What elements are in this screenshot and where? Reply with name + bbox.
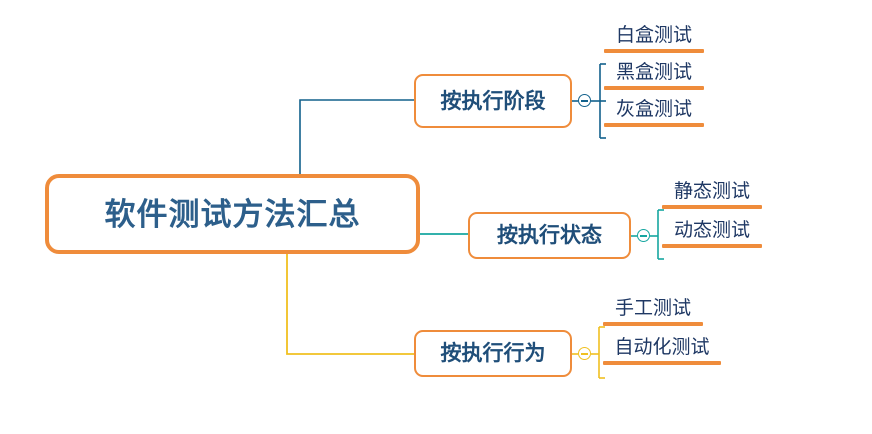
leaf-node-label: 黑盒测试 [615, 62, 692, 83]
leaf-node-static-test[interactable]: 静态测试 [662, 182, 762, 209]
leaf-node-dynamic-test[interactable]: 动态测试 [662, 221, 762, 248]
branch-node-execution-behavior[interactable]: 按执行行为 [414, 330, 572, 377]
leaf-underline [662, 243, 762, 248]
root-node[interactable]: 软件测试方法汇总 [45, 174, 420, 254]
leaf-node-label: 灰盒测试 [615, 99, 692, 120]
minus-icon [581, 100, 588, 102]
leaf-node-gray-box[interactable]: 灰盒测试 [604, 100, 704, 127]
collapse-toggle-branch-1[interactable] [637, 229, 650, 242]
leaf-underline [603, 360, 721, 365]
collapse-toggle-branch-2[interactable] [578, 347, 591, 360]
branch-node-label: 按执行阶段 [440, 89, 546, 113]
leaf-node-label: 静态测试 [673, 181, 750, 202]
minus-icon [581, 353, 588, 355]
leaf-underline [604, 122, 704, 127]
leaf-node-black-box[interactable]: 黑盒测试 [604, 63, 704, 90]
leaf-node-label: 自动化测试 [614, 337, 710, 358]
branch-node-execution-state[interactable]: 按执行状态 [468, 212, 631, 259]
leaf-node-label: 白盒测试 [615, 25, 692, 46]
leaf-node-label: 动态测试 [673, 220, 750, 241]
branch-node-execution-stage[interactable]: 按执行阶段 [414, 74, 572, 128]
leaf-node-white-box[interactable]: 白盒测试 [604, 26, 704, 53]
leaf-node-label: 手工测试 [614, 298, 691, 319]
branch-node-label: 按执行状态 [497, 224, 602, 247]
leaf-underline [604, 48, 704, 53]
leaf-underline [603, 321, 703, 326]
minus-icon [640, 235, 647, 237]
branch-node-label: 按执行行为 [440, 342, 546, 365]
leaf-node-manual-test[interactable]: 手工测试 [603, 299, 703, 326]
root-node-label: 软件测试方法汇总 [104, 196, 361, 232]
leaf-underline [604, 85, 704, 90]
collapse-toggle-branch-0[interactable] [578, 94, 591, 107]
leaf-underline [662, 204, 762, 209]
connector-root-to-branch-2 [286, 254, 414, 355]
leaf-node-automated-test[interactable]: 自动化测试 [603, 338, 721, 365]
